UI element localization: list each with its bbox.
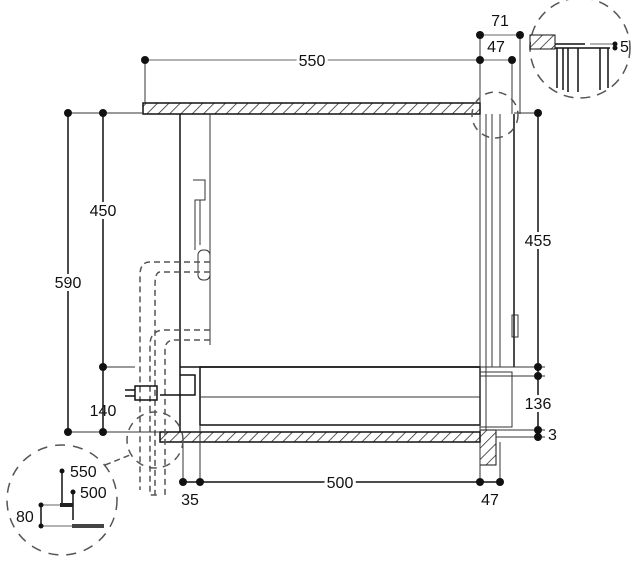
dim-side-outer: 71: [491, 13, 509, 30]
detail-depth-outer: 550: [70, 464, 97, 481]
plinth-panel: [479, 429, 497, 466]
dim-countertop-width: 550: [299, 53, 326, 70]
dim-appliance-depth: 500: [327, 475, 354, 492]
power-plug-icon: [125, 374, 196, 401]
detail-depth-inner: 500: [80, 485, 107, 502]
dimension-lines: [67, 34, 545, 483]
dim-socket-height: 140: [90, 403, 117, 420]
detail-marker-top: [471, 91, 519, 139]
dim-niche-height: 450: [90, 203, 117, 220]
dim-appliance-height: 455: [525, 233, 552, 250]
dim-right-offset: 47: [481, 492, 499, 509]
detail-bottom-left: [6, 444, 118, 556]
dimension-dots: [64, 31, 542, 486]
countertop: [142, 102, 481, 115]
dim-total-height: 590: [55, 275, 82, 292]
dim-left-offset: 35: [181, 492, 199, 509]
dim-top-gap: 5: [620, 39, 629, 56]
dim-drawer-height: 136: [525, 396, 552, 413]
detail-top-right: [529, 0, 631, 99]
dim-bottom-gap: 3: [548, 427, 557, 444]
detail-step-height: 80: [16, 509, 34, 526]
bottom-shelf: [159, 431, 481, 443]
dim-side-inner: 47: [487, 39, 505, 56]
detail-marker-bottom: [126, 411, 184, 469]
cabinet: [179, 114, 519, 432]
drain-pipe: [139, 261, 210, 496]
